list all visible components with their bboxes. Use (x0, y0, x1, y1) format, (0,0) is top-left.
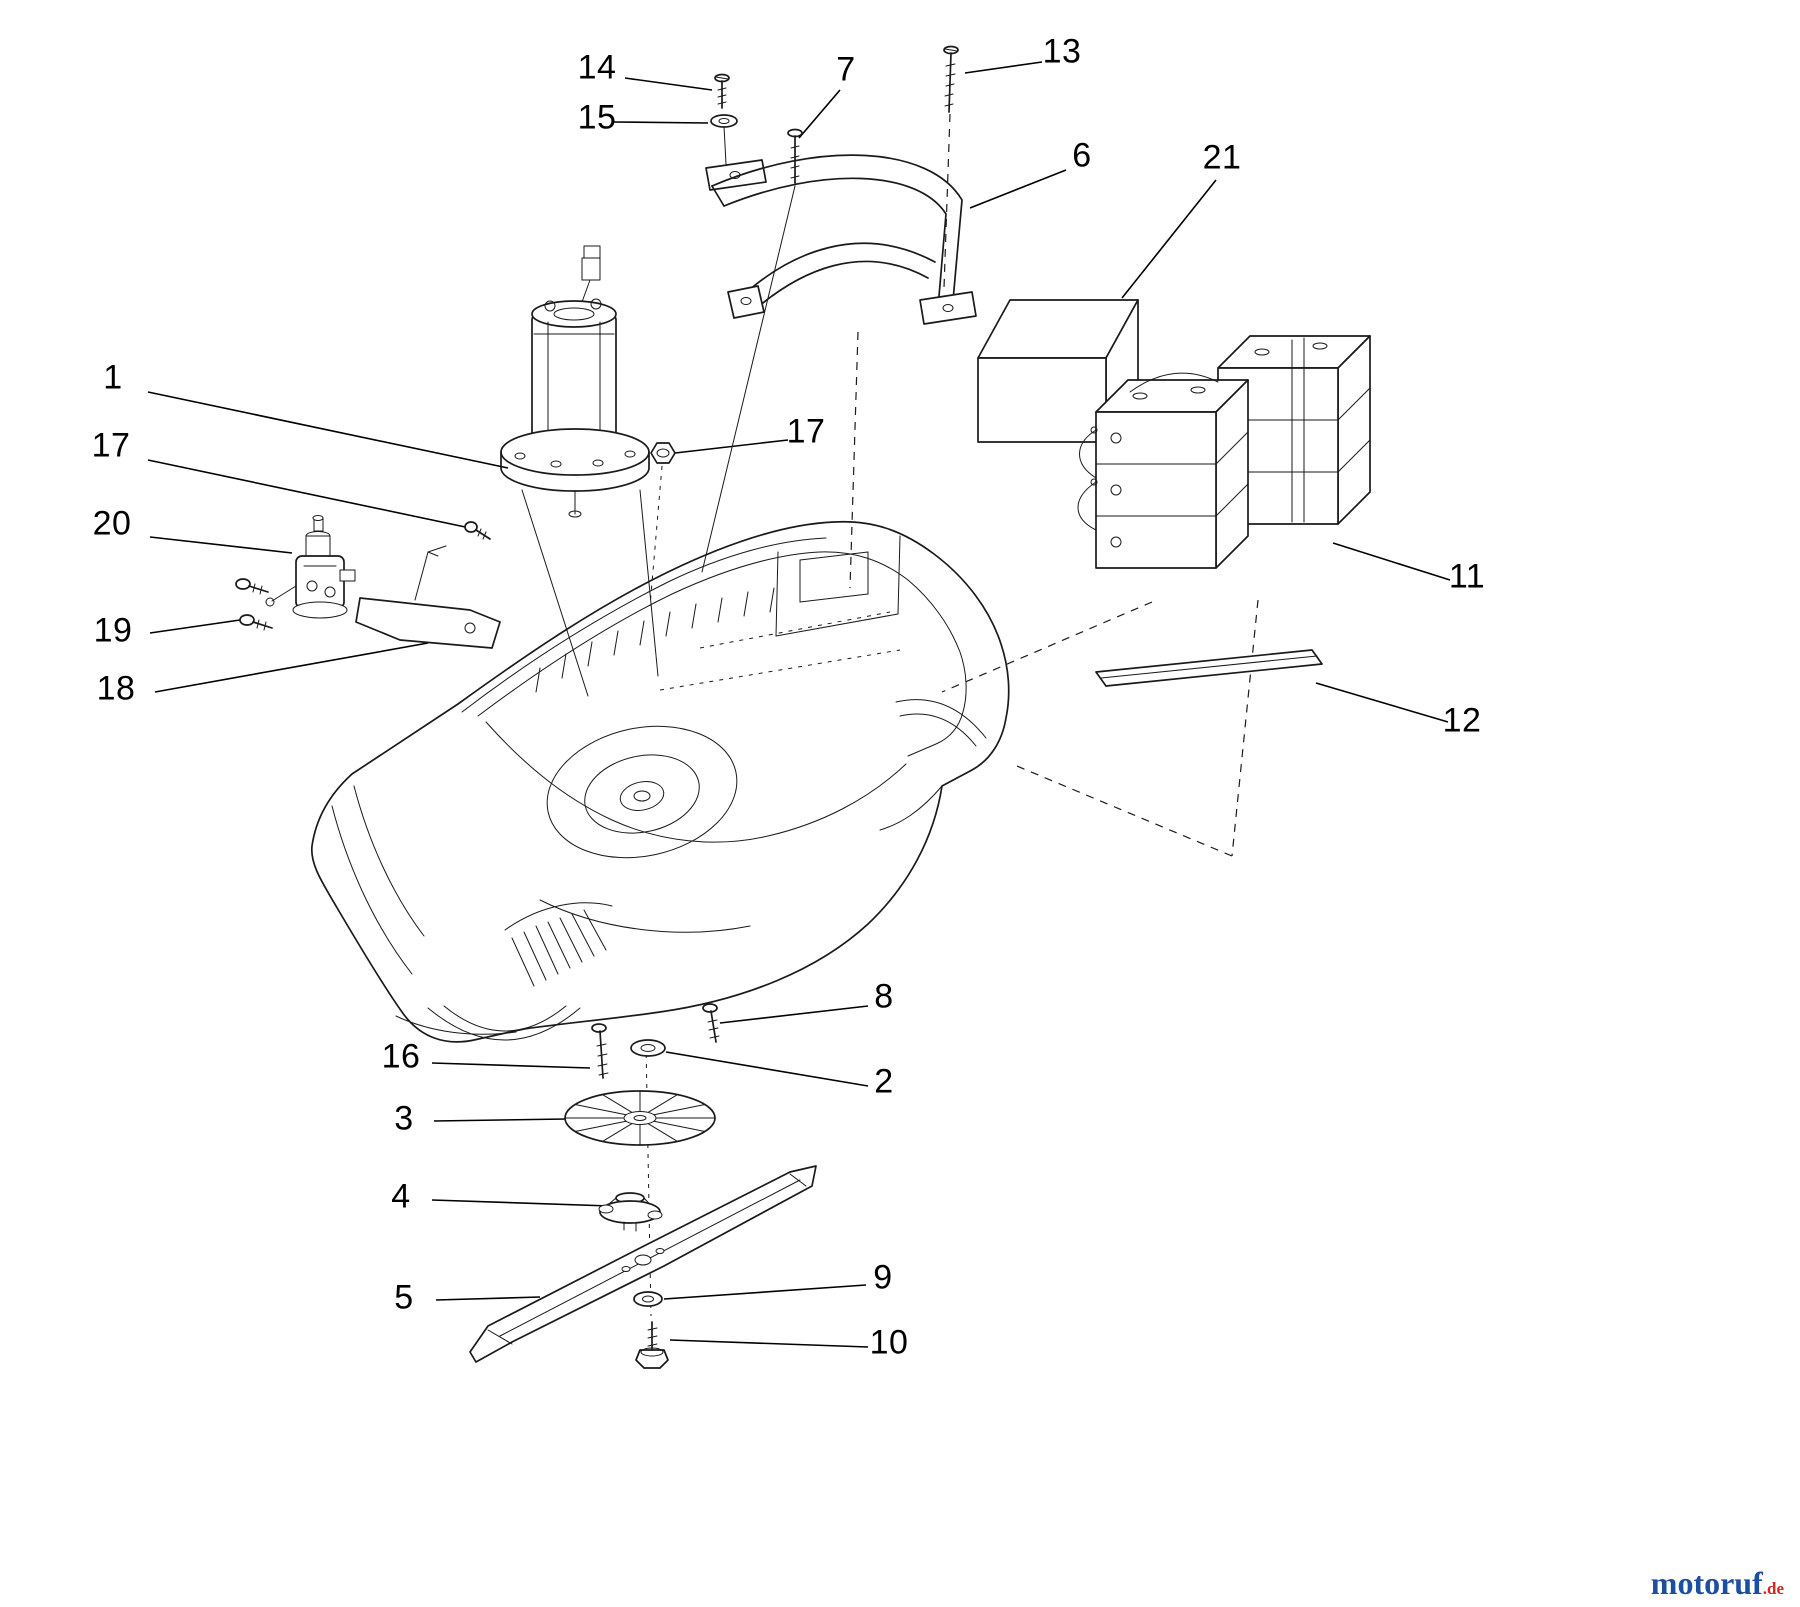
callout-5: 5 (394, 1278, 414, 1317)
callout-8: 8 (874, 977, 894, 1016)
mounting-bracket (355, 545, 501, 649)
screw-14 (714, 73, 730, 109)
bolt-16 (591, 1023, 609, 1079)
screw-13 (943, 45, 959, 113)
callout-6: 6 (1072, 136, 1092, 175)
construction-lines (521, 113, 1259, 1317)
bolt-10 (635, 1321, 669, 1369)
callout-16: 16 (381, 1037, 421, 1076)
leader-lines (147, 61, 1451, 1348)
callout-1: 1 (103, 358, 123, 397)
callout-13: 13 (1042, 32, 1082, 71)
solenoid-assembly (265, 515, 356, 619)
washer-9 (633, 1291, 663, 1307)
callout-18: 18 (96, 669, 136, 708)
callout-4: 4 (391, 1177, 411, 1216)
callout-3: 3 (394, 1099, 414, 1138)
watermark-name: motoruf (1650, 1565, 1763, 1601)
callout-17-right: 17 (786, 412, 826, 451)
bolt-7 (787, 128, 803, 184)
blade-adapter (598, 1192, 663, 1232)
impeller-fan (564, 1090, 716, 1146)
callout-7: 7 (836, 50, 856, 89)
callout-12: 12 (1442, 701, 1482, 740)
callout-10: 10 (869, 1323, 909, 1362)
watermark-logo: motoruf.de (1651, 1567, 1784, 1599)
callout-19: 19 (93, 611, 133, 650)
callout-11: 11 (1448, 557, 1486, 596)
callout-15: 15 (577, 98, 617, 137)
motor-assembly (500, 245, 650, 518)
blade (469, 1165, 817, 1363)
mounting-strap (705, 154, 977, 325)
watermark-tld: .de (1762, 1579, 1784, 1598)
hex-nut-17 (650, 442, 676, 464)
callout-14: 14 (577, 48, 617, 87)
callout-2: 2 (874, 1062, 894, 1101)
adhesive-strip (1095, 649, 1323, 687)
callout-9: 9 (873, 1258, 893, 1297)
bolt-17 (464, 521, 491, 540)
callout-17-left: 17 (91, 426, 131, 465)
washer-2 (630, 1039, 666, 1057)
battery-pack (1077, 335, 1371, 569)
callout-20: 20 (92, 504, 132, 543)
screw-8 (702, 1003, 720, 1043)
mower-deck (310, 520, 1010, 1043)
screws-19 (235, 578, 273, 631)
callout-21: 21 (1202, 138, 1242, 177)
washer-15 (710, 114, 738, 128)
